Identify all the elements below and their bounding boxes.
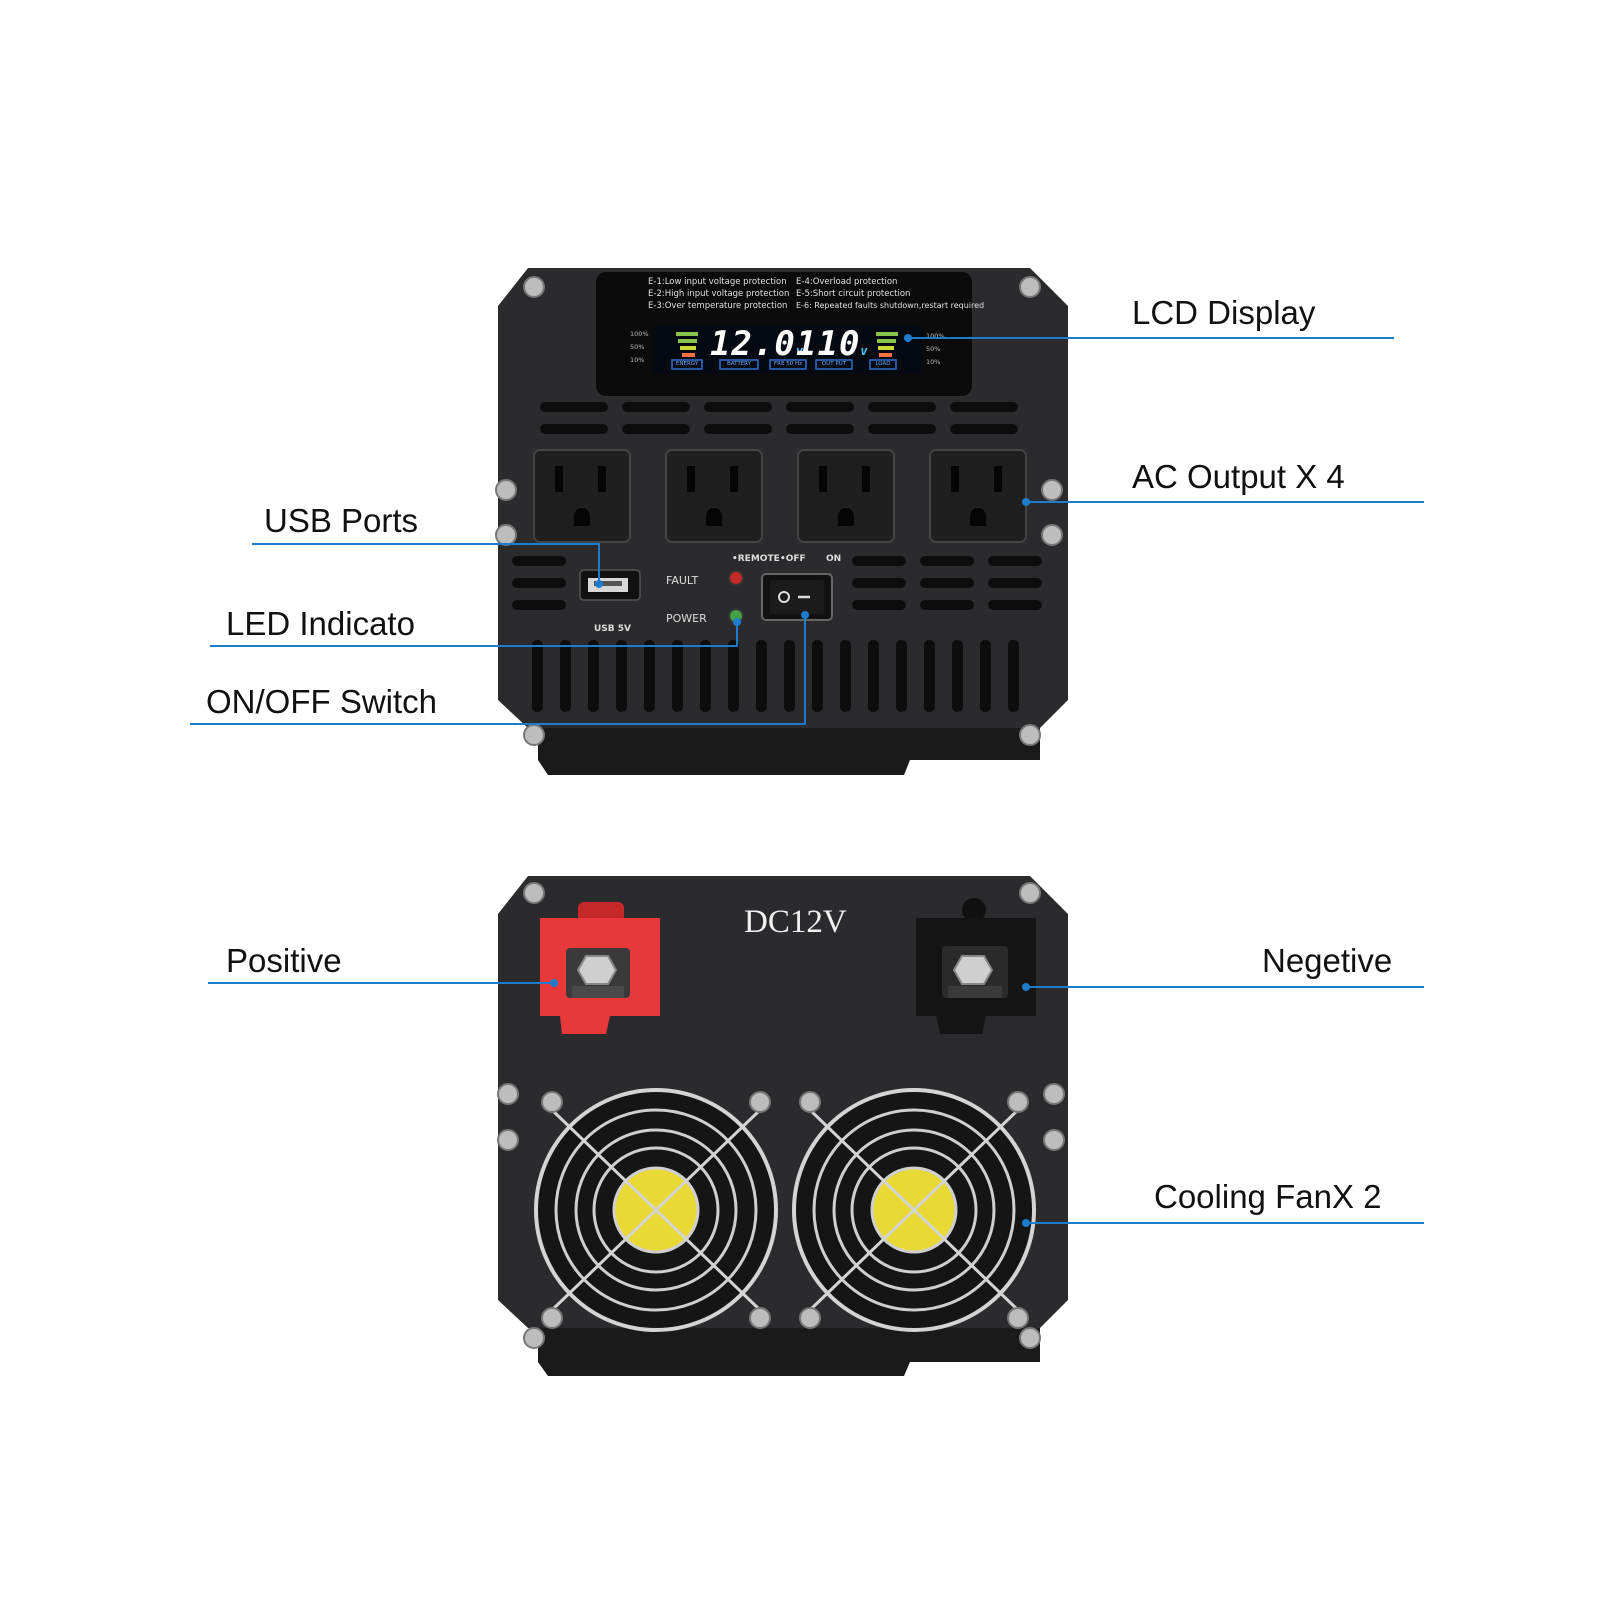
error-code-e2: E-2:High input voltage protection [648, 289, 790, 299]
callout-dot-positive [550, 979, 558, 987]
callout-line-usb-h [252, 543, 600, 545]
callout-dot-switch [801, 611, 809, 619]
lcd-left-scale-100: 100% [630, 330, 649, 338]
callout-line-lcd [906, 337, 1394, 339]
callout-dot-usb [595, 580, 603, 588]
lcd-output-voltage: 110v [796, 326, 869, 369]
usb-port-label: USB 5V [594, 624, 632, 634]
lcd-left-level-bars [676, 332, 698, 357]
callout-label-usb-ports: USB Ports [264, 502, 419, 539]
error-codes-left: E-1:Low input voltage protection E-2:Hig… [648, 276, 789, 312]
lcd-input-voltage-value: 12.0 [710, 324, 796, 364]
lcd-input-voltage-unit: v [795, 344, 805, 358]
rocker-switch [770, 580, 824, 614]
callout-label-led-indicator: LED Indicato [226, 605, 415, 642]
positive-terminal [540, 902, 660, 1034]
error-codes-right: E-4:Overload protection E-5:Short circui… [796, 276, 984, 312]
lcd-left-scale: 100% 50% 10% [630, 328, 649, 367]
front-middle-vents [512, 556, 1042, 610]
callout-dot-negative [1022, 983, 1030, 991]
lcd-tag-output: OUT PUT [821, 361, 847, 367]
lcd-tag-frequency: FRE 50 Hz [774, 361, 802, 367]
callout-dot-fan [1022, 1219, 1030, 1227]
switch-off-label: •OFF [780, 554, 806, 564]
callout-dot-led [733, 618, 741, 626]
callout-line-fan [1024, 1222, 1424, 1224]
callout-line-switch-v [804, 614, 806, 725]
callout-dot-ac [1022, 498, 1030, 506]
lcd-tag-load: LOAD [875, 361, 891, 367]
fault-led-label: FAULT [666, 574, 699, 587]
front-mounting-foot [538, 722, 1040, 775]
error-code-e1: E-1:Low input voltage protection [648, 277, 787, 287]
front-bottom-vents [532, 640, 1019, 712]
lcd-input-voltage: 12.0v [710, 326, 804, 369]
callout-label-ac-output: AC Output X 4 [1132, 458, 1345, 495]
rear-voltage-label: DC12V [744, 904, 847, 940]
error-code-e4: E-4:Overload protection [796, 277, 898, 287]
callout-line-usb-v [598, 543, 600, 583]
lcd-right-scale: 100% 50% 10% [926, 330, 945, 369]
negative-terminal [916, 898, 1036, 1034]
switch-on-label: ON [826, 554, 842, 564]
error-code-e5: E-5:Short circuit protection [796, 289, 911, 299]
lcd-output-voltage-unit: v [860, 344, 869, 358]
lcd-right-scale-10: 10% [926, 358, 941, 366]
callout-line-led-v [736, 620, 738, 647]
cooling-fan-2 [792, 1088, 1036, 1332]
callout-line-led-h [210, 645, 738, 647]
error-code-e6: E-6: Repeated faults shutdown,restart re… [796, 301, 985, 310]
front-top-vents [540, 402, 1018, 434]
lcd-output-voltage-value: 110 [796, 324, 861, 364]
front-screws [495, 276, 1063, 746]
callout-label-negative: Negetive [1262, 942, 1393, 979]
lcd-left-scale-50: 50% [630, 343, 645, 351]
callout-line-positive [208, 982, 554, 984]
switch-remote-label: •REMOTE [732, 554, 780, 564]
ac-outlets [533, 449, 1027, 543]
ac-outlet-2 [665, 449, 763, 543]
lcd-right-scale-100: 100% [926, 332, 945, 340]
callout-dot-lcd [904, 334, 912, 342]
callout-label-lcd-display: LCD Display [1132, 294, 1316, 331]
callout-label-on-off-switch: ON/OFF Switch [206, 683, 438, 720]
callout-label-positive: Positive [226, 942, 342, 979]
rear-mounting-foot [538, 1320, 1040, 1376]
rear-screws [497, 882, 1065, 1349]
lcd-tag-boxes [671, 359, 897, 370]
lcd-right-level-bars [876, 332, 898, 357]
error-code-e3: E-3:Over temperature protection [648, 301, 788, 311]
ac-outlet-1 [533, 449, 631, 543]
callout-line-ac [1024, 501, 1424, 503]
lcd-left-scale-10: 10% [630, 356, 645, 364]
fault-led [728, 570, 744, 586]
cooling-fan-1 [534, 1088, 778, 1332]
lcd-tag-battery: BATTERY [726, 361, 752, 367]
ac-outlet-4 [929, 449, 1027, 543]
lcd-tag-energy: ENERGY [675, 361, 699, 367]
lcd-right-scale-50: 50% [926, 345, 941, 353]
callout-line-negative [1024, 986, 1424, 988]
power-led-label: POWER [666, 612, 707, 625]
callout-label-cooling-fan: Cooling FanX 2 [1154, 1178, 1382, 1215]
ac-outlet-3 [797, 449, 895, 543]
callout-line-switch-h [190, 723, 806, 725]
